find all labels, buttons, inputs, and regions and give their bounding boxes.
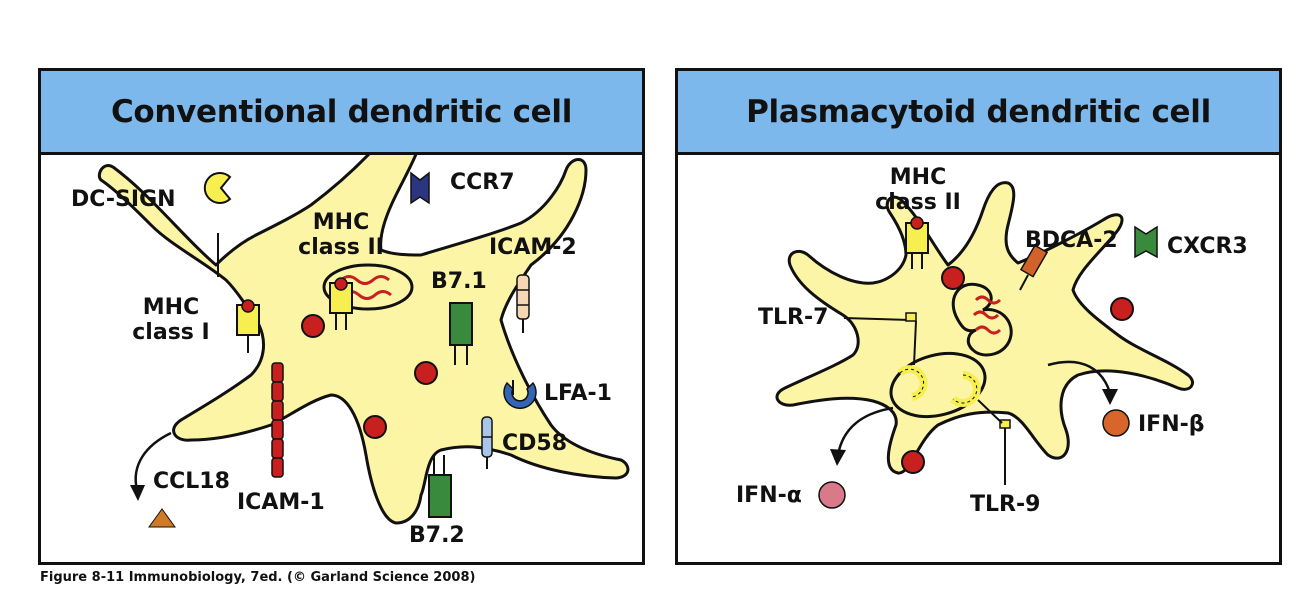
tlr7-cluster xyxy=(897,365,928,401)
peptide xyxy=(241,299,255,313)
ccl18-secretion-arrow xyxy=(134,431,172,491)
dc-sign-receptor xyxy=(203,172,232,204)
ifn-alpha-label: IFN-α xyxy=(736,483,802,508)
chromatin xyxy=(972,310,1000,320)
icam-1-label: ICAM-1 xyxy=(237,490,325,515)
ccr7-receptor xyxy=(410,171,430,205)
panel-header: Plasmacytoid dendritic cell xyxy=(678,71,1279,155)
granule xyxy=(363,415,387,439)
granule xyxy=(1110,297,1134,321)
lfa-1-receptor xyxy=(503,381,537,410)
ifn-alpha-secretion-arrow xyxy=(836,406,894,456)
b7-1-label: B7.1 xyxy=(431,269,487,294)
panel-body: DC-SIGN CCR7 MHC class II ICAM-2 B7.1 MH… xyxy=(41,155,642,562)
chromatin xyxy=(974,295,1002,305)
panel-body: MHC class II BDCA-2 CXCR3 TLR-7 IFN-β IF… xyxy=(678,155,1279,562)
b7-1-receptor xyxy=(449,302,473,346)
cd58-label: CD58 xyxy=(502,431,568,456)
icam-2-label: ICAM-2 xyxy=(489,235,577,260)
panel-title: Plasmacytoid dendritic cell xyxy=(746,93,1211,130)
mhc-class-ii-label: MHC class II xyxy=(875,165,961,215)
ifn-beta-molecule xyxy=(1102,409,1130,437)
dc-sign-label: DC-SIGN xyxy=(71,187,176,212)
figure-caption: Figure 8-11 Immunobiology, 7ed. (© Garla… xyxy=(40,570,476,585)
panel-title: Conventional dendritic cell xyxy=(110,93,573,130)
peptide xyxy=(334,277,348,291)
icam-1-receptor xyxy=(271,362,284,478)
peptide xyxy=(910,216,924,230)
tlr9-receptor xyxy=(999,419,1011,429)
b7-2-label: B7.2 xyxy=(409,523,465,548)
conventional-dc-panel: Conventional dendritic cell xyxy=(38,68,645,565)
granule xyxy=(901,450,925,474)
tlr-7-label: TLR-7 xyxy=(758,305,829,330)
mhc-class-i-label: MHC class I xyxy=(132,295,210,345)
ccl18-chemokine xyxy=(148,508,176,528)
granule xyxy=(301,314,325,338)
icam-2-receptor xyxy=(516,274,530,320)
ifn-alpha-molecule xyxy=(818,481,846,509)
ifn-beta-secretion-arrow xyxy=(1047,360,1112,394)
bdca-2-label: BDCA-2 xyxy=(1025,228,1118,253)
mhc-class-ii-label: MHC class II xyxy=(298,210,384,260)
tlr9-cluster xyxy=(950,371,981,407)
ccl18-label: CCL18 xyxy=(153,469,230,494)
bdca-2-receptor xyxy=(1019,244,1049,278)
ccr7-label: CCR7 xyxy=(450,170,515,195)
conventional-dc-illustration xyxy=(97,155,630,528)
nucleus xyxy=(951,282,1013,357)
ifn-beta-label: IFN-β xyxy=(1138,412,1205,437)
plasmacytoid-dc-illustration xyxy=(775,181,1194,509)
chromatin xyxy=(974,325,1002,335)
panel-header: Conventional dendritic cell xyxy=(41,71,642,155)
cxcr3-label: CXCR3 xyxy=(1167,234,1248,259)
plasmacytoid-dc-panel: Plasmacytoid dendritic cell xyxy=(675,68,1282,565)
lfa-1-label: LFA-1 xyxy=(544,381,612,406)
chromatin xyxy=(340,275,390,285)
granule xyxy=(941,266,965,290)
granule xyxy=(414,361,438,385)
tlr7-receptor xyxy=(905,312,917,322)
cxcr3-receptor xyxy=(1134,225,1158,259)
tlr-9-label: TLR-9 xyxy=(970,492,1041,517)
b7-2-receptor xyxy=(428,474,452,518)
